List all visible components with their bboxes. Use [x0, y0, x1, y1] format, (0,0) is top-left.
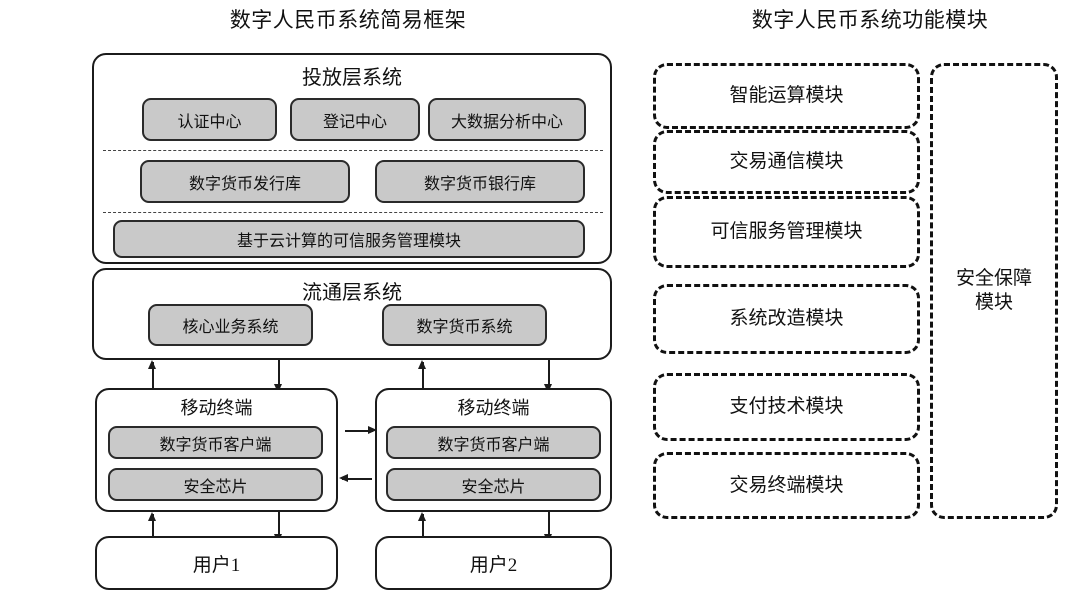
module-system-transformation[interactable]: 系统改造模块: [653, 284, 920, 354]
arrow-line-term1-to-term2: [345, 430, 373, 432]
module-transaction-terminal[interactable]: 交易终端模块: [653, 452, 920, 519]
arrow-line-term1-user1-down: [278, 512, 280, 536]
bigdata-analysis-center-pill[interactable]: 大数据分析中心: [428, 98, 586, 141]
arrow-line-circ-term1-down: [278, 360, 280, 386]
mobile-terminal-2-secure-chip-pill[interactable]: 安全芯片: [386, 468, 601, 501]
arrow-line-term2-user2-up: [422, 514, 424, 538]
arrow-line-term2-to-term1: [342, 478, 372, 480]
module-security-assurance[interactable]: 安全保障 模块: [930, 63, 1058, 519]
issuance-layer-header: 投放层系统: [302, 67, 402, 89]
cloud-trusted-service-module-pill[interactable]: 基于云计算的可信服务管理模块: [113, 220, 585, 258]
module-transaction-communication[interactable]: 交易通信模块: [653, 130, 920, 194]
arrow-head-circ-term1-up: [148, 360, 156, 369]
arrow-head-term2-user2-up: [418, 512, 426, 521]
digital-currency-bank-vault-pill[interactable]: 数字货币银行库: [375, 160, 585, 203]
security-module-label-line2: 模块: [974, 292, 1013, 313]
digital-currency-issuance-vault-pill[interactable]: 数字货币发行库: [140, 160, 350, 203]
circulation-layer-header: 流通层系统: [302, 282, 402, 304]
mobile-terminal-2-client-pill[interactable]: 数字货币客户端: [386, 426, 601, 459]
arrow-line-term1-user1-up: [152, 514, 154, 538]
arrow-head-circ-term2-up: [418, 360, 426, 369]
arrow-head-term2-to-term1: [339, 474, 348, 482]
security-module-label-line1: 安全保障: [955, 268, 1032, 290]
arrow-line-circ-term1-up: [152, 362, 154, 388]
registration-center-pill[interactable]: 登记中心: [290, 98, 420, 141]
user-1-box[interactable]: 用户1: [95, 536, 338, 590]
mobile-terminal-2-header: 移动终端: [457, 398, 530, 418]
mobile-terminal-1-secure-chip-pill[interactable]: 安全芯片: [108, 468, 323, 501]
issuance-separator-1: [103, 150, 603, 151]
user-2-box[interactable]: 用户2: [375, 536, 612, 590]
module-payment-technology[interactable]: 支付技术模块: [653, 373, 920, 441]
core-business-system-pill[interactable]: 核心业务系统: [148, 304, 313, 346]
digital-currency-system-pill[interactable]: 数字货币系统: [382, 304, 547, 346]
mobile-terminal-1-header: 移动终端: [180, 398, 253, 418]
arrow-head-term1-to-term2: [368, 426, 377, 434]
module-smart-computing[interactable]: 智能运算模块: [653, 63, 920, 129]
arrow-line-term2-user2-down: [548, 512, 550, 536]
auth-center-pill[interactable]: 认证中心: [142, 98, 277, 141]
mobile-terminal-1-client-pill[interactable]: 数字货币客户端: [108, 426, 323, 459]
left-diagram-title: 数字人民币系统简易框架: [229, 8, 467, 32]
arrow-head-term1-user1-up: [148, 512, 156, 521]
right-diagram-title: 数字人民币系统功能模块: [751, 8, 989, 32]
arrow-line-circ-term2-down: [548, 360, 550, 386]
arrow-line-circ-term2-up: [422, 362, 424, 388]
issuance-separator-2: [103, 212, 603, 213]
module-trusted-service-management[interactable]: 可信服务管理模块: [653, 196, 920, 268]
